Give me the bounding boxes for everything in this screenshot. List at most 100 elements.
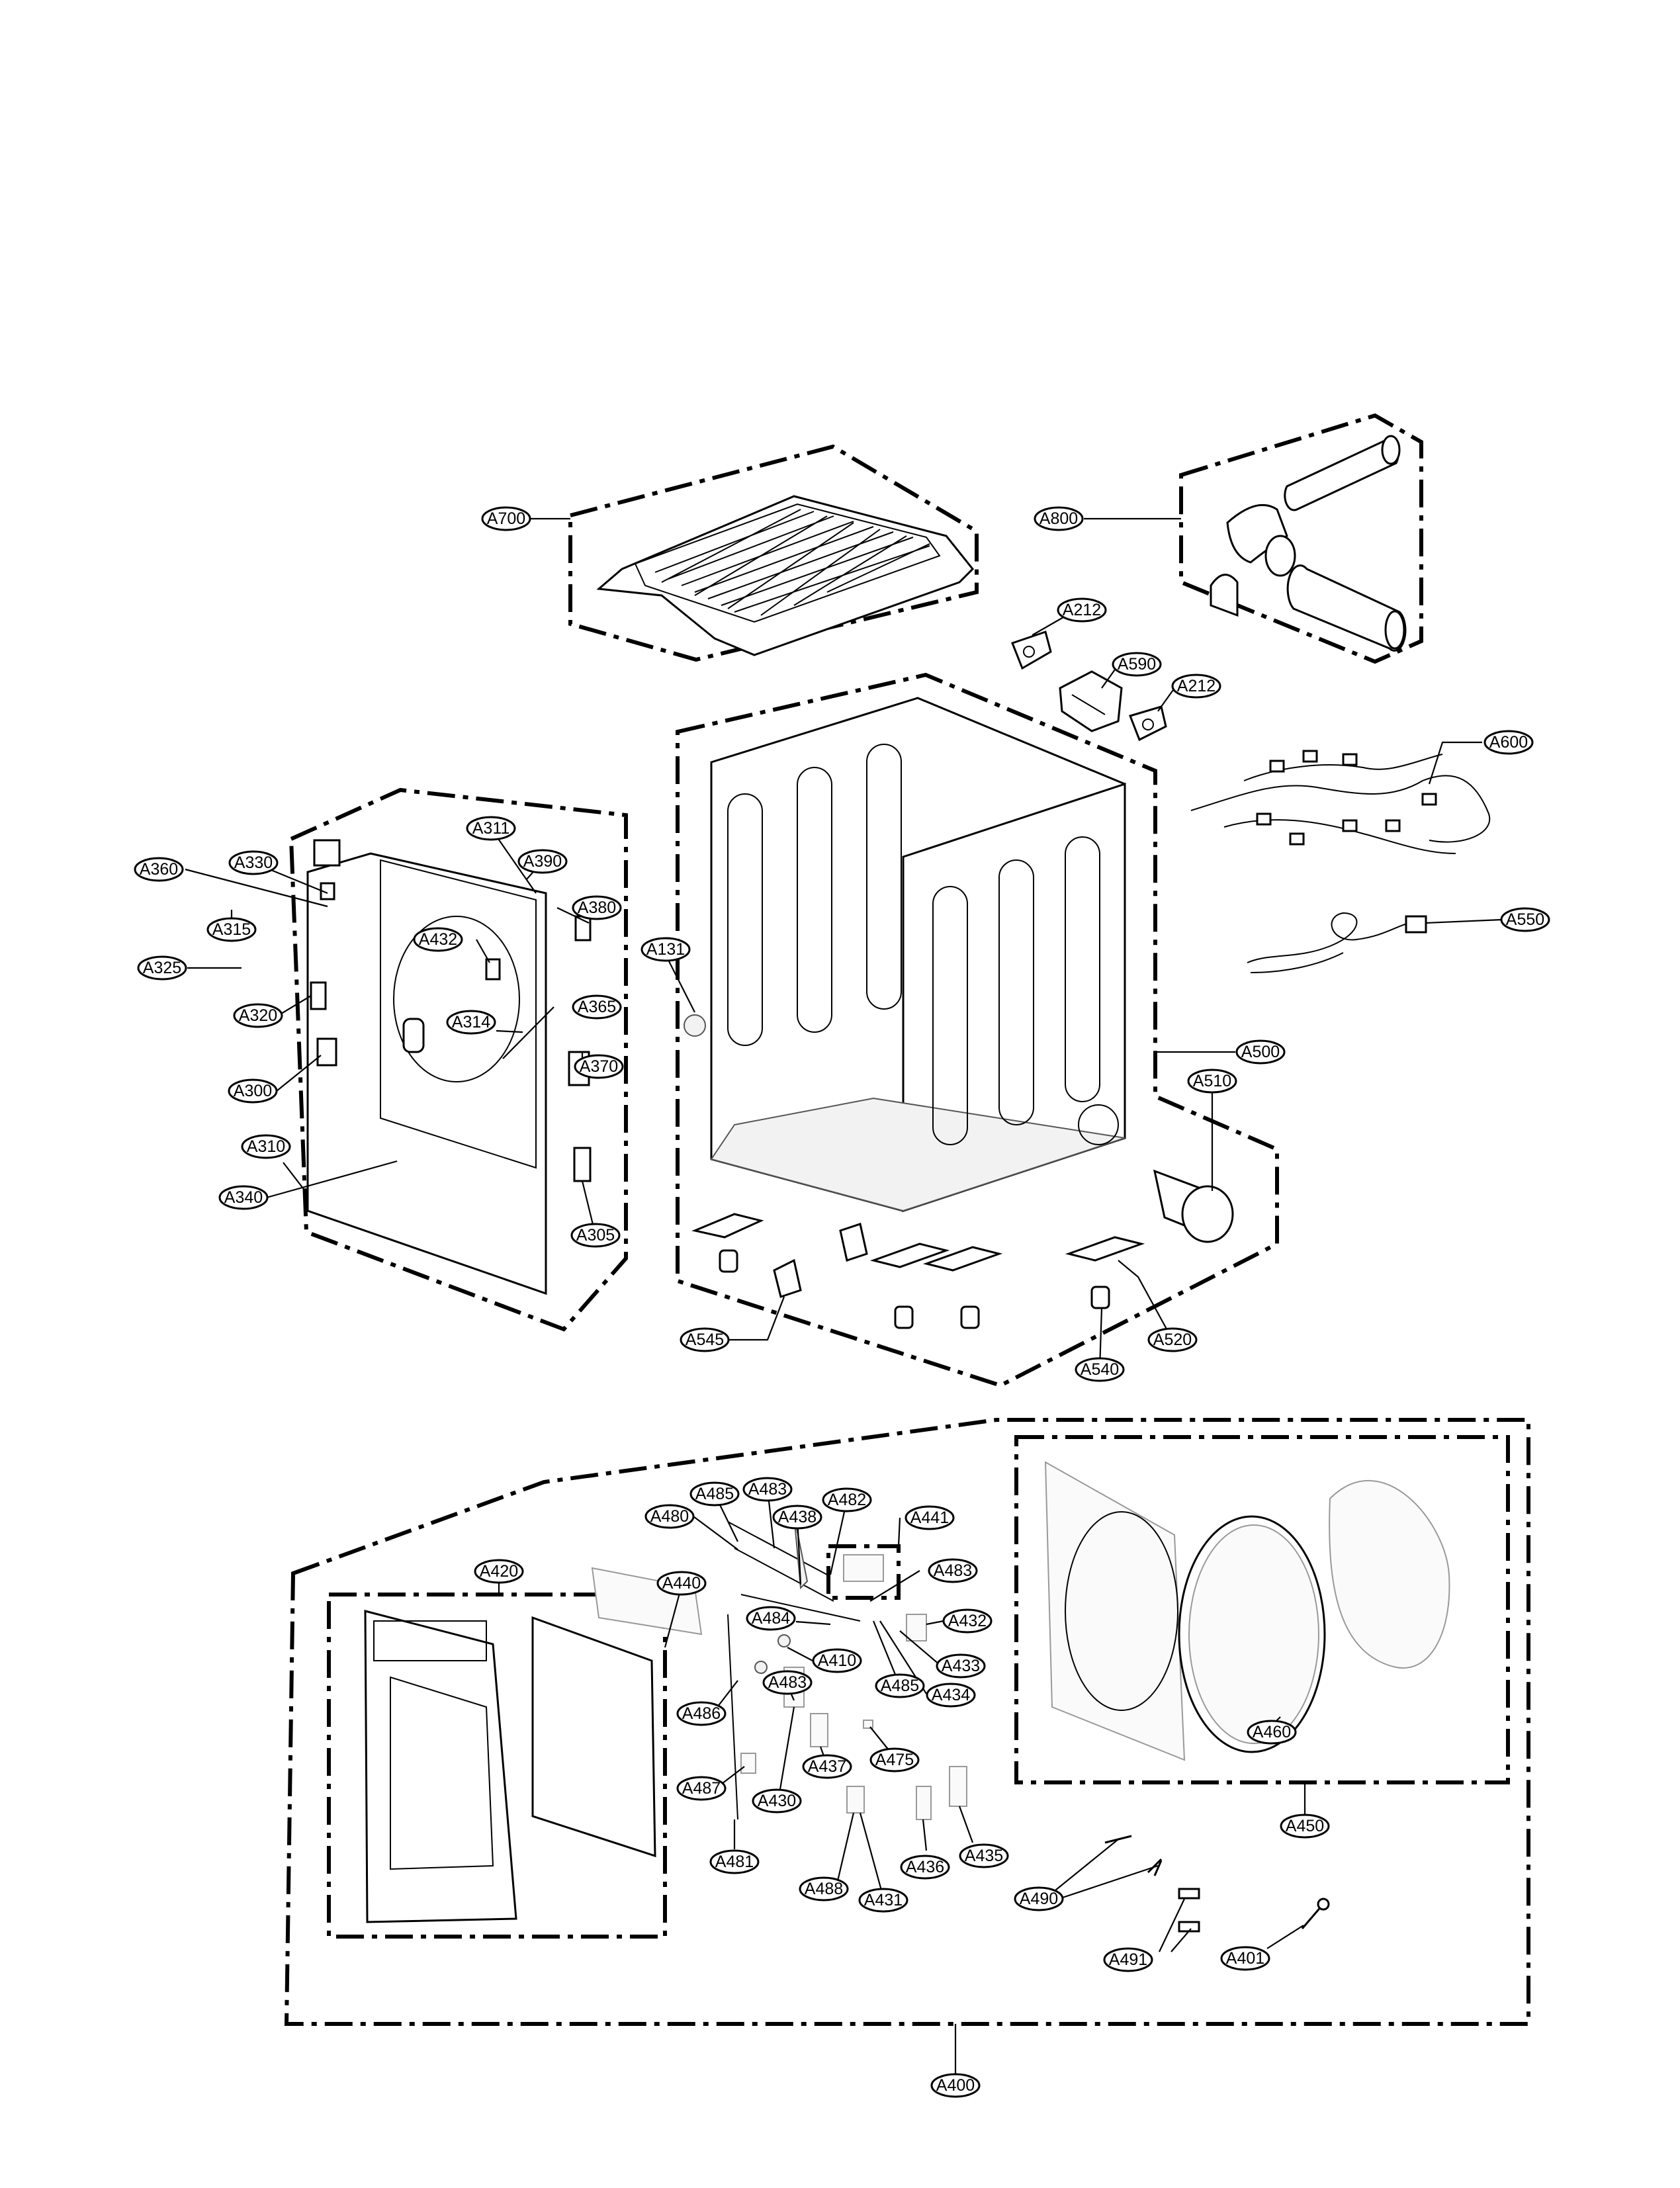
callout-a600: A600 <box>1483 730 1534 755</box>
exhaust-duct-part <box>1210 435 1407 652</box>
svg-text:A380: A380 <box>578 898 616 917</box>
svg-text:A390: A390 <box>523 852 562 871</box>
svg-text:A590: A590 <box>1118 655 1156 674</box>
group-border-a400 <box>284 1418 1530 2026</box>
svg-text:A311: A311 <box>472 819 510 838</box>
svg-text:A370: A370 <box>580 1057 618 1076</box>
callout-a401: A401 <box>1220 1946 1270 1971</box>
svg-text:A360: A360 <box>140 860 178 879</box>
callout-a410: A410 <box>812 1648 862 1673</box>
svg-text:A410: A410 <box>818 1651 856 1670</box>
callout-a325: A325 <box>137 955 187 981</box>
callout-a481: A481 <box>709 1849 760 1874</box>
svg-text:A131: A131 <box>646 940 685 959</box>
svg-text:A212: A212 <box>1177 677 1216 695</box>
svg-text:A482: A482 <box>828 1491 866 1509</box>
svg-text:A490: A490 <box>1020 1890 1058 1908</box>
callout-a486: A486 <box>676 1701 727 1726</box>
callout-a540: A540 <box>1075 1357 1125 1382</box>
svg-text:A320: A320 <box>239 1006 277 1025</box>
callout-a131: A131 <box>641 937 691 962</box>
callout-a430: A430 <box>752 1788 802 1814</box>
svg-text:A475: A475 <box>875 1751 914 1769</box>
group-border-a450 <box>1014 1435 1510 1784</box>
callout-a320: A320 <box>233 1003 283 1028</box>
callout-a450: A450 <box>1280 1814 1330 1839</box>
front-door-panel-part <box>531 1616 656 1858</box>
callout-a315: A315 <box>206 917 257 942</box>
svg-text:A438: A438 <box>778 1508 817 1526</box>
callout-a485-top: A485 <box>689 1481 740 1507</box>
wire-harness-part <box>1190 750 1491 854</box>
callout-a482: A482 <box>822 1487 872 1512</box>
callout-a370: A370 <box>574 1054 624 1079</box>
callout-a390: A390 <box>517 849 568 874</box>
svg-text:A510: A510 <box>1193 1072 1231 1090</box>
screws-parts <box>1104 1835 1330 1933</box>
svg-text:A437: A437 <box>808 1757 846 1776</box>
svg-text:A440: A440 <box>662 1574 701 1593</box>
sensor-bracket-part-top <box>1011 631 1052 670</box>
callout-a484: A484 <box>746 1606 796 1631</box>
svg-text:A310: A310 <box>247 1137 285 1156</box>
drying-rack-part <box>596 495 975 656</box>
group-border-front-panel <box>288 787 628 1332</box>
svg-text:A420: A420 <box>480 1562 518 1581</box>
svg-text:A485: A485 <box>881 1677 919 1695</box>
callout-a800: A800 <box>1034 506 1084 531</box>
callout-a500: A500 <box>1235 1039 1286 1065</box>
svg-text:A432: A432 <box>948 1612 987 1630</box>
callout-a487: A487 <box>676 1776 727 1801</box>
callout-a330: A330 <box>228 850 279 875</box>
svg-text:A434: A434 <box>932 1686 970 1704</box>
group-border-a420 <box>327 1593 667 1939</box>
svg-text:A441: A441 <box>910 1509 949 1527</box>
callout-a475: A475 <box>869 1747 920 1772</box>
callout-a483-top: A483 <box>742 1477 793 1502</box>
callout-a432-front: A432 <box>413 927 463 952</box>
callout-a340: A340 <box>218 1185 269 1210</box>
svg-text:A486: A486 <box>682 1704 721 1723</box>
svg-text:A483: A483 <box>748 1480 787 1499</box>
callout-a431: A431 <box>858 1888 908 1913</box>
group-border-a500 <box>676 672 1279 1388</box>
svg-text:A600: A600 <box>1489 733 1528 752</box>
svg-text:A487: A487 <box>682 1779 721 1798</box>
svg-text:A315: A315 <box>212 920 251 939</box>
svg-text:A483: A483 <box>768 1673 807 1692</box>
svg-text:A483: A483 <box>934 1561 972 1580</box>
svg-text:A305: A305 <box>576 1226 615 1245</box>
callout-a433: A433 <box>936 1653 986 1679</box>
callout-a310: A310 <box>241 1134 291 1159</box>
svg-text:A550: A550 <box>1506 910 1544 929</box>
callout-a483-low: A483 <box>762 1670 813 1695</box>
callout-a441: A441 <box>905 1505 955 1530</box>
svg-text:A540: A540 <box>1081 1360 1119 1379</box>
callout-a420: A420 <box>474 1559 524 1584</box>
callout-a440: A440 <box>656 1571 707 1596</box>
callout-a212-top: A212 <box>1057 597 1107 623</box>
callout-a488: A488 <box>799 1876 849 1902</box>
callout-a550: A550 <box>1500 907 1550 932</box>
svg-text:A300: A300 <box>234 1082 272 1100</box>
group-border-a441 <box>826 1544 901 1600</box>
callout-a545: A545 <box>680 1327 730 1352</box>
rear-bulkhead-part <box>1044 1461 1450 1761</box>
callout-a700: A700 <box>481 506 531 531</box>
callout-a491: A491 <box>1103 1947 1153 1972</box>
svg-text:A480: A480 <box>650 1507 689 1526</box>
callout-a435: A435 <box>959 1843 1009 1868</box>
svg-text:A700: A700 <box>487 509 525 528</box>
bracket-a590-part <box>1059 670 1123 732</box>
callout-a520: A520 <box>1147 1327 1198 1352</box>
callout-a590: A590 <box>1112 652 1162 677</box>
svg-text:A485: A485 <box>695 1485 734 1503</box>
sensor-bracket-part-right <box>1129 705 1167 742</box>
svg-text:A365: A365 <box>578 998 616 1016</box>
callout-a400: A400 <box>930 2073 981 2098</box>
svg-text:A520: A520 <box>1153 1331 1192 1349</box>
leveling-feet-parts <box>691 1213 1145 1329</box>
callout-a380: A380 <box>572 895 622 920</box>
callout-a460: A460 <box>1247 1720 1297 1745</box>
callout-a212-right: A212 <box>1171 674 1221 699</box>
